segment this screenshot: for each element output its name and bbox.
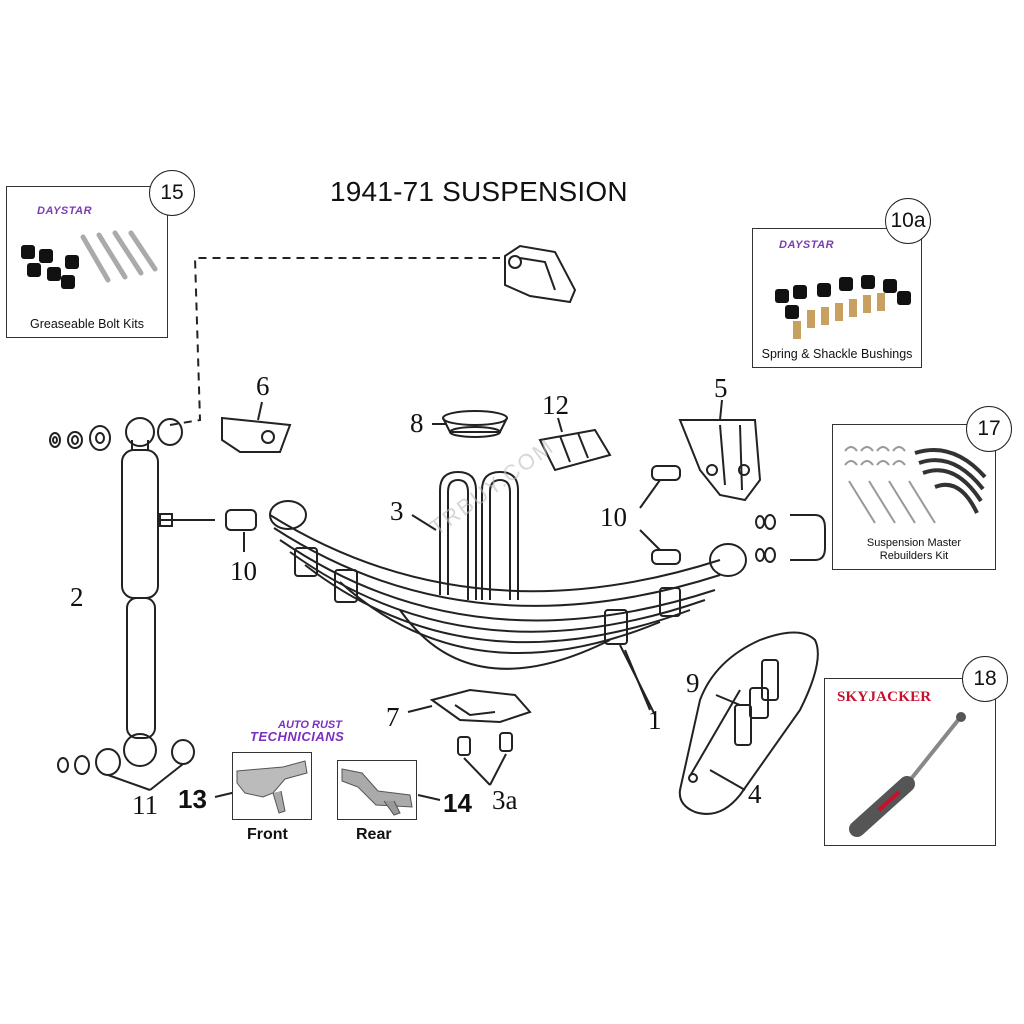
bolt-kit-image [21, 230, 158, 289]
callout-3a: 3a [492, 785, 518, 815]
rear-label: Rear [356, 826, 392, 843]
rebuilders-kit-image [844, 446, 987, 524]
spring-plate-7 [407, 688, 532, 724]
skyjacker-logo: SKYJACKER [837, 689, 932, 705]
shackle-assembly [755, 514, 826, 563]
front-frame-section-image [236, 760, 308, 814]
auto-rust-logo-line2: TECHNICIANS [250, 729, 345, 744]
front-frame-section-box[interactable] [232, 752, 312, 820]
shock-absorber [121, 417, 215, 767]
u-bolt-nuts [457, 732, 513, 786]
badge-17: 17 [966, 406, 1012, 452]
spring-eye-bushings-right [639, 465, 681, 565]
shock-box[interactable]: SKYJACKER [824, 678, 996, 846]
callout-6: 6 [256, 371, 270, 401]
bushings-caption: Spring & Shackle Bushings [761, 347, 913, 361]
u-bolts [411, 470, 519, 600]
badge-15: 15 [149, 170, 195, 216]
reference-dashed-line [169, 257, 500, 426]
daystar-logo: DAYSTAR [779, 239, 835, 251]
front-hanger-bracket [504, 244, 577, 304]
callout-8: 8 [410, 408, 424, 438]
callout-13: 13 [178, 784, 207, 814]
callout-2: 2 [70, 582, 84, 612]
auto-rust-logo: AUTO RUST TECHNICIANS [250, 719, 345, 744]
daystar-logo: DAYSTAR [37, 205, 93, 217]
skyjacker-shock-image [849, 712, 966, 837]
callout-1: 1 [648, 705, 662, 735]
callout-10-right: 10 [600, 502, 627, 532]
callout-4: 4 [748, 779, 762, 809]
rebuilders-caption-line2: Rebuilders Kit [879, 550, 949, 562]
rear-hanger-bracket-5 [678, 399, 762, 502]
callout-5: 5 [714, 373, 728, 403]
callout-7: 7 [386, 702, 400, 732]
bushings-box[interactable]: DAYSTAR Spring & Shackle Bushings [752, 228, 922, 368]
spring-eye-bushing-left [225, 509, 257, 552]
callout-11: 11 [132, 790, 158, 820]
callout-12: 12 [542, 390, 569, 420]
spring-plate-12 [538, 417, 612, 472]
bolt-kits-caption: Greaseable Bolt Kits [30, 317, 144, 331]
leaf-spring [269, 500, 747, 716]
diagram-title: 1941-71 SUSPENSION [330, 176, 628, 207]
shock-bushings-bottom [57, 739, 195, 791]
rear-frame-section-image [341, 768, 413, 816]
auto-rust-logo-line1: AUTO RUST [278, 719, 342, 731]
rebuilders-caption-line1: Suspension Master [866, 537, 962, 549]
rebuilders-kit-box[interactable]: Suspension Master Rebuilders Kit [832, 424, 996, 570]
front-label: Front [247, 826, 288, 843]
badge-10a: 10a [885, 198, 931, 244]
tie-plate-9 [678, 631, 819, 815]
callout-10-left: 10 [230, 556, 257, 586]
shackle-bracket-6 [221, 401, 292, 453]
callout-3: 3 [390, 496, 404, 526]
callout-9: 9 [686, 668, 700, 698]
bolt-kits-box[interactable]: DAYSTAR Greaseable Bolt Kits [6, 186, 168, 338]
shock-bushings-top [49, 418, 183, 451]
bushings-image [775, 275, 911, 339]
callout-14: 14 [443, 788, 472, 818]
spring-pad-8 [432, 410, 508, 438]
callout-1-leader [624, 649, 651, 711]
rear-frame-section-box[interactable] [337, 760, 417, 820]
badge-18: 18 [962, 656, 1008, 702]
callout-14-arrow [417, 794, 441, 801]
